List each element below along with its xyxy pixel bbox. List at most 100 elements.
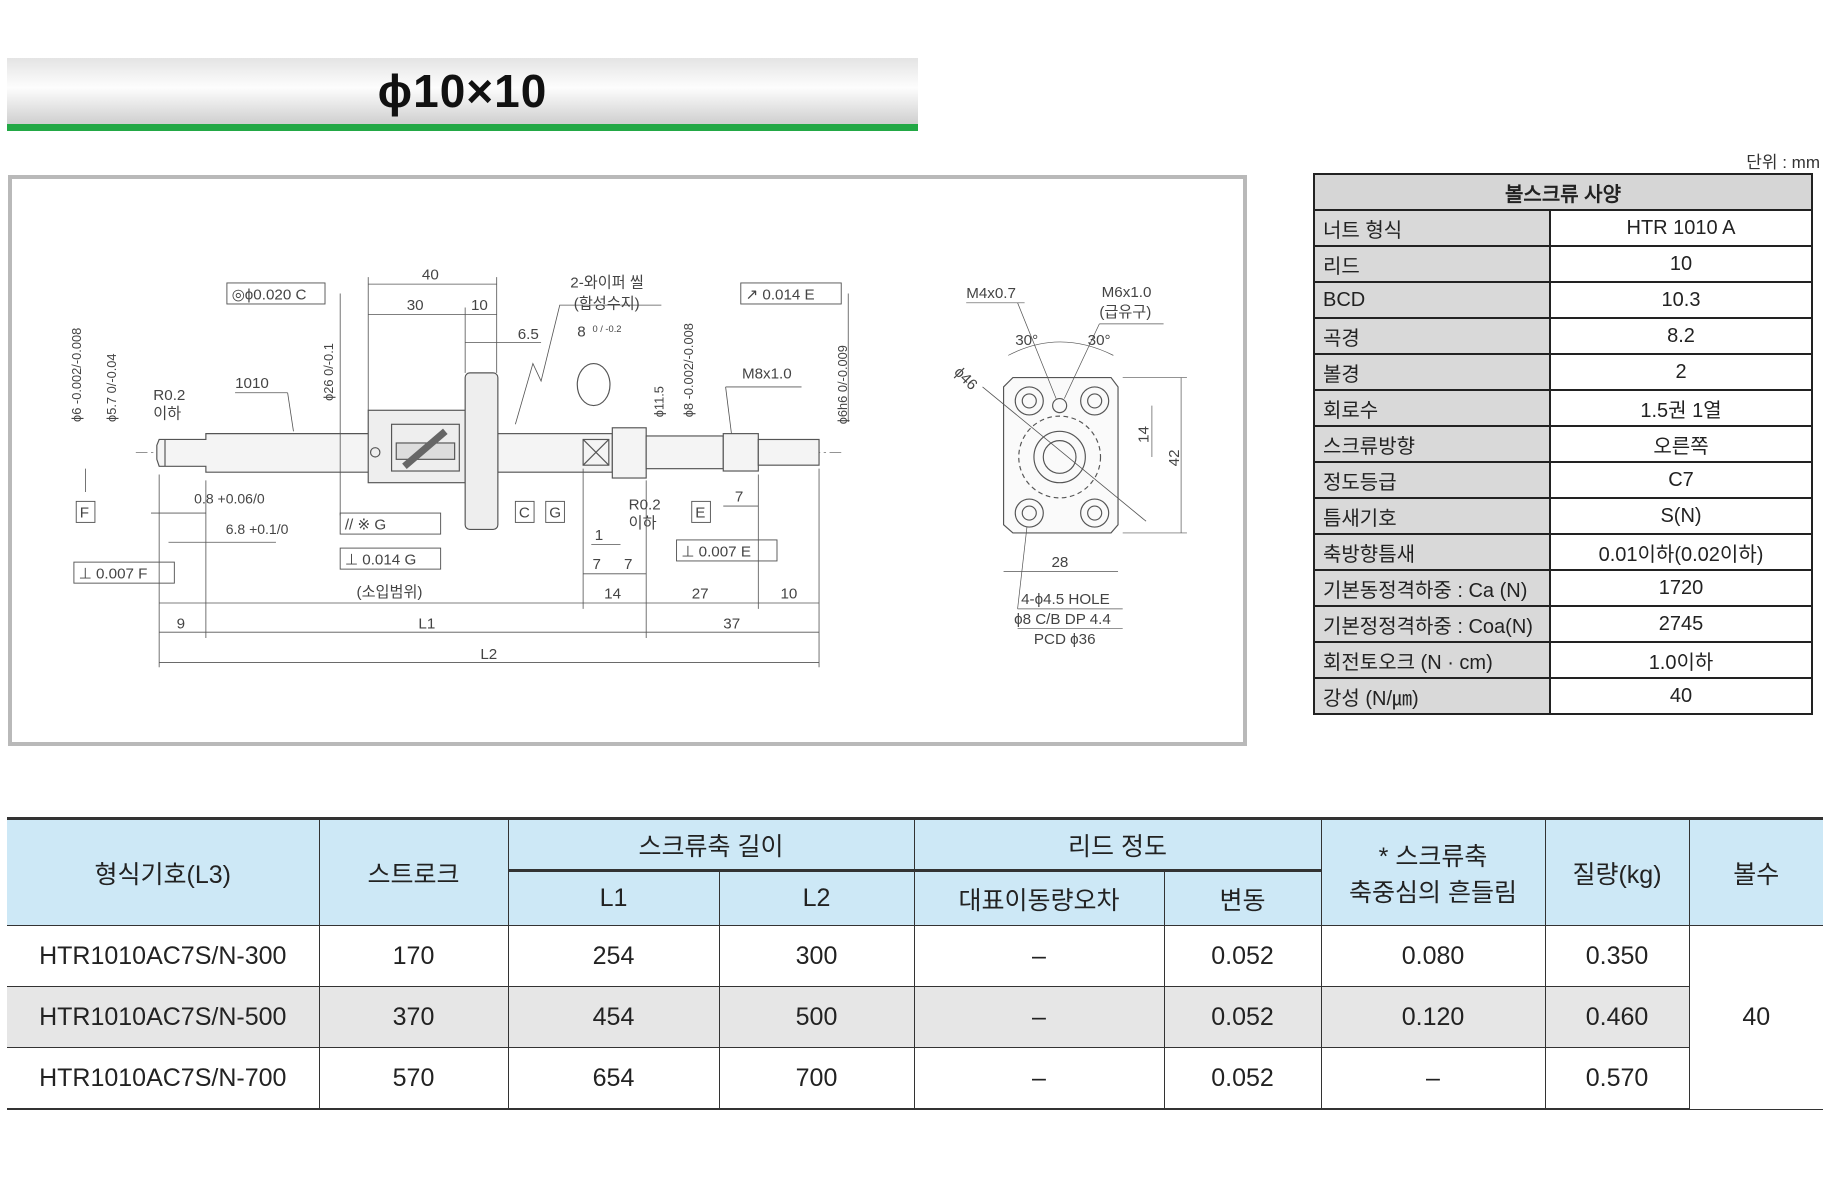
dim-8: 8 [577,324,585,341]
dim-l1: L1 [418,616,435,633]
dim-9: 9 [177,616,185,633]
m4-label: M4x0.7 [966,285,1016,302]
cell-model: HTR1010AC7S/N-300 [7,925,320,987]
cell-stroke: 170 [318,925,509,987]
dim-l2: L2 [480,646,497,663]
datum-c: C [519,505,530,522]
iha-right: 이하 [629,515,657,532]
spec-label: 볼경 [1313,353,1551,391]
runout-line2: 축중심의 흔들림 [1349,878,1517,907]
model-1010: 1010 [235,375,269,392]
col-balls: 볼수 [1688,817,1823,926]
drawing-frame: ◎ϕ0.020 C 40 30 10 6.5 2-와이퍼 씰 (합성수지) 8 … [8,175,1247,746]
dim-10b: 10 [780,585,797,602]
spec-label: 기본동정격하중 : Ca (N) [1313,569,1551,607]
table-row: HTR1010AC7S/N-700 570 654 700 – 0.052 – … [7,1047,1823,1110]
spec-label: 회로수 [1313,389,1551,427]
spec-label: 리드 [1313,245,1551,283]
dim-10: 10 [471,297,488,314]
dim-0-8: 0.8 +0.06/0 [194,491,265,507]
title-bar: ϕ10×10 [7,58,918,124]
hole-spec-3: PCD ϕ36 [1034,631,1096,648]
m6-label: M6x1.0 [1102,284,1152,301]
wiper-sub-label: (합성수지) [574,296,640,313]
cell-runout: – [1320,1047,1546,1110]
dim-14: 14 [604,585,621,602]
perp-f: ⊥ 0.007 F [79,565,148,582]
angle-left: 30° [1015,332,1038,349]
spec-value: 1.0이하 [1549,641,1813,679]
runout-line1: * 스크류축 [1378,842,1488,871]
dim-6-5: 6.5 [518,326,539,343]
hole-spec-2: ϕ8 C/B DP 4.4 [1014,611,1111,628]
col-variation: 변동 [1163,869,1322,926]
col-l1: L1 [507,869,720,926]
spec-value: 10.3 [1549,281,1813,319]
datum-boxes [73,282,842,584]
cell-mass: 0.570 [1544,1047,1690,1110]
runout-e-label: ↗ 0.014 E [745,286,814,303]
spec-value: C7 [1549,461,1813,499]
spec-label: 정도등급 [1313,461,1551,499]
flange-end-view [966,302,1187,630]
spec-row: 기본정정격하중 : Coa(N)2745 [1313,605,1813,643]
parallel-g: // ※ G [345,516,386,533]
col-lead-accuracy: 리드 정도 [913,817,1322,871]
spec-row: 강성 (N/㎛)40 [1313,677,1813,715]
cell-runout: 0.120 [1320,986,1546,1048]
cell-model: HTR1010AC7S/N-700 [7,1047,320,1110]
spec-value: 2 [1549,353,1813,391]
cell-l1: 454 [507,986,720,1048]
spec-value: 10 [1549,245,1813,283]
dim-40: 40 [422,266,439,283]
col-stroke: 스트로크 [318,817,509,926]
spec-value: 오른쪽 [1549,425,1813,463]
cell-l2: 700 [718,1047,915,1110]
r02-left: R0.2 [153,387,185,404]
spec-value: 2745 [1549,605,1813,643]
r02-right: R0.2 [629,497,661,514]
dimension-lines [85,277,849,668]
spec-value: S(N) [1549,497,1813,535]
cell-rep: – [913,986,1165,1048]
table-row: HTR1010AC7S/N-300 170 254 300 – 0.052 0.… [7,925,1823,1110]
hardening-range: (소입범위) [357,584,423,601]
spec-value: 1720 [1549,569,1813,607]
cell-model: HTR1010AC7S/N-500 [7,986,320,1048]
cell-var: 0.052 [1163,986,1322,1048]
m8-label: M8x1.0 [742,366,792,383]
spec-label: 축방향틈새 [1313,533,1551,571]
perp-g: ⊥ 0.014 G [345,551,416,568]
iha-left: 이하 [153,405,181,422]
cell-var: 0.052 [1163,925,1322,987]
ball-nut [367,372,499,530]
cell-l2: 300 [718,925,915,987]
col-l2: L2 [718,869,915,926]
unit-label: 단위 : mm [1746,153,1820,172]
dia-6h6: ϕ6h6 0/-0.009 [835,345,850,424]
spec-label: 곡경 [1313,317,1551,355]
spec-value: HTR 1010 A [1549,209,1813,247]
cell-stroke: 370 [318,986,509,1048]
col-length: 스크류축 길이 [507,817,915,871]
spec-label: 강성 (N/㎛) [1313,677,1551,715]
spec-value: 1.5권 1열 [1549,389,1813,427]
dim-42: 42 [1166,449,1183,466]
spec-header: 볼스크류 사양 [1313,173,1813,211]
cell-rep: – [913,1047,1165,1110]
cell-rep: – [913,925,1165,987]
spec-label: 기본정정격하중 : Coa(N) [1313,605,1551,643]
spec-value: 40 [1549,677,1813,715]
spec-value: 8.2 [1549,317,1813,355]
cell-mass: 0.350 [1544,925,1690,987]
hole-spec-1: 4-ϕ4.5 HOLE [1021,591,1110,608]
spec-row: 기본동정격하중 : Ca (N)1720 [1313,569,1813,607]
spec-row: 회전토오크 (N · cm)1.0이하 [1313,641,1813,679]
page-title: ϕ10×10 [377,65,548,117]
